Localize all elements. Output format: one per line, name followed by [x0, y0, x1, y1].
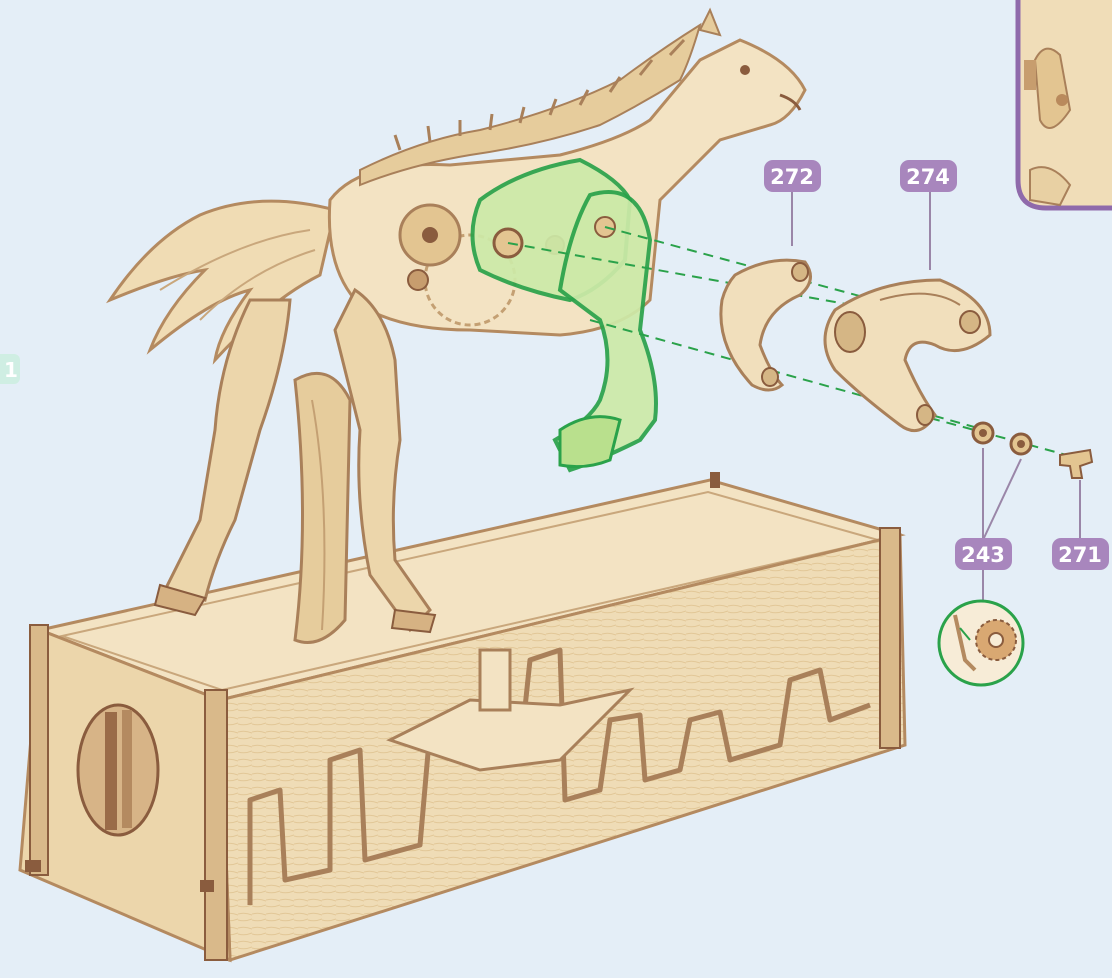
label-274-text: 274: [906, 165, 950, 189]
part-272-piece: [721, 260, 811, 390]
edge-fragment-badge: 1: [0, 354, 20, 384]
label-272-text: 272: [770, 165, 814, 189]
part-271-peg: [1060, 450, 1092, 478]
inset-detail-panel: [1018, 0, 1112, 208]
edge-fragment-label: 1: [4, 358, 18, 382]
magnified-gear-detail-icon: [939, 601, 1023, 685]
label-243: 243: [955, 538, 1012, 570]
base-box: [20, 472, 905, 960]
label-272: 272: [764, 160, 821, 192]
part-274-piece: [825, 280, 990, 431]
label-271: 271: [1052, 538, 1109, 570]
horse-stand: [295, 373, 350, 642]
label-271-text: 271: [1058, 543, 1102, 567]
label-274: 274: [900, 160, 957, 192]
label-243-text: 243: [961, 543, 1005, 567]
